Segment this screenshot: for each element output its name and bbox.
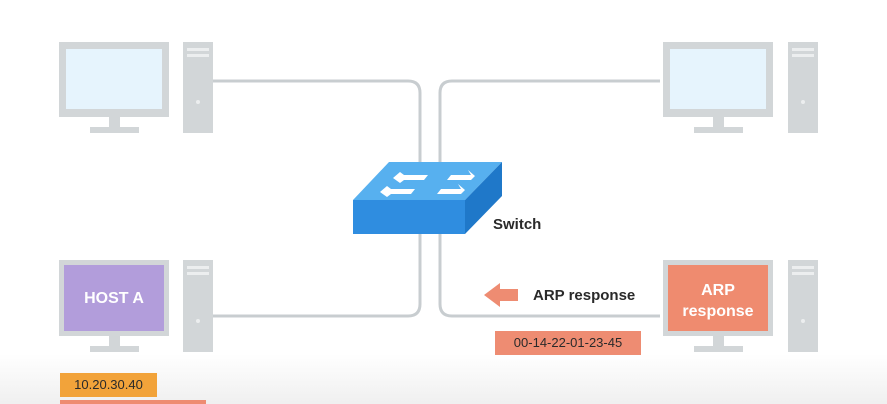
ip-address-badge: 10.20.30.40 [60, 373, 157, 397]
cropped-badge-strip [60, 400, 206, 404]
host-a-computer-icon: HOST A [59, 260, 213, 352]
cable-bottom-left [213, 230, 422, 318]
cable-top-left [213, 79, 422, 200]
mac-address-badge: 00-14-22-01-23-45 [495, 331, 641, 355]
network-switch-icon [353, 162, 502, 234]
arp-responder-computer-icon: ARP response [663, 260, 818, 352]
network-cables [213, 79, 660, 318]
computer-icon [663, 42, 818, 133]
cable-bottom-right [438, 230, 660, 318]
switch-label: Switch [493, 216, 541, 233]
responder-label-line1: ARP [701, 282, 735, 299]
arp-response-message: ARP response [533, 287, 635, 304]
cable-top-right [438, 79, 660, 200]
left-arrow-icon [484, 283, 518, 307]
host-a-label: HOST A [84, 290, 144, 307]
computer-icon [59, 42, 213, 133]
responder-label-line2: response [682, 303, 753, 320]
